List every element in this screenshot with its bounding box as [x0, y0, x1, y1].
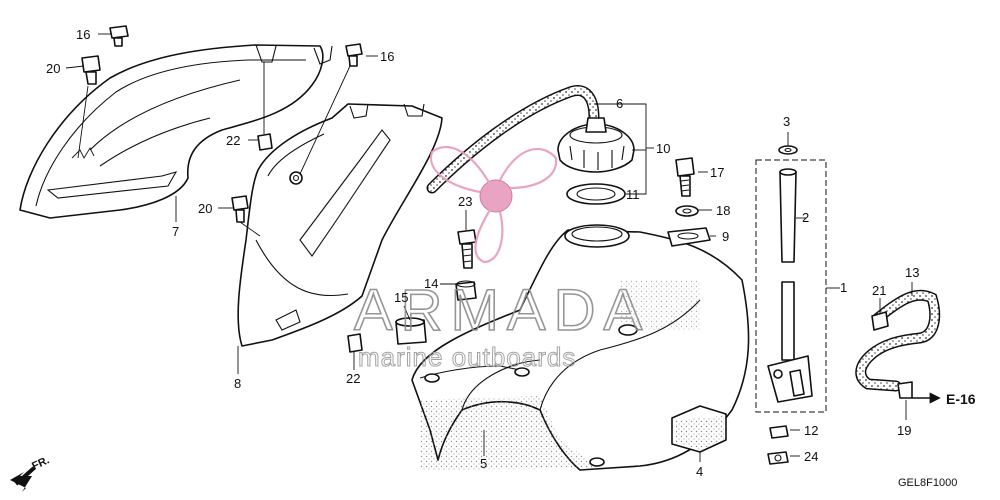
collar-14-part [455, 280, 477, 301]
callout-22-lower: 22 [346, 371, 360, 386]
callout-22-upper: 22 [226, 133, 240, 148]
fuel-valve-group-frame [755, 159, 827, 413]
hose-clip-21-part [871, 311, 889, 331]
callout-20-middle: 20 [198, 201, 212, 216]
callout-18: 18 [716, 203, 730, 218]
callout-numbers: 1 2 3 4 5 6 7 8 9 10 11 12 13 14 15 16 1… [46, 27, 919, 479]
breather-tube-part [426, 85, 600, 194]
callout-21: 21 [872, 283, 886, 298]
small-gasket-3-part [778, 145, 798, 155]
bolt-24-part [767, 451, 789, 465]
reference-e16-label: E-16 [946, 391, 976, 407]
watermark-subtitle: marine outboards [358, 342, 576, 372]
cap-gasket-part [566, 183, 626, 205]
callout-17: 17 [710, 165, 724, 180]
hose-clip-19-part [897, 381, 913, 399]
clip-22a-part [257, 133, 273, 151]
callout-9: 9 [722, 229, 729, 244]
callout-6: 6 [616, 96, 623, 111]
callout-16-top-left: 16 [76, 27, 90, 42]
callout-10: 10 [656, 141, 670, 156]
watermark-title: ARMADA [354, 278, 650, 343]
callout-1: 1 [840, 280, 847, 295]
callout-13: 13 [905, 265, 919, 280]
callout-20-left: 20 [46, 61, 60, 76]
rubber-mount-15-part [395, 317, 427, 345]
callout-19: 19 [897, 423, 911, 438]
callout-24: 24 [804, 449, 818, 464]
front-direction-label: FR. [30, 454, 51, 472]
callout-15: 15 [394, 290, 408, 305]
shroud-upper-part [19, 44, 333, 219]
diagram-code: GEL8F1000 [898, 477, 957, 489]
shroud-side-part [237, 103, 443, 347]
callout-12: 12 [804, 423, 818, 438]
grommet-9-part [667, 227, 711, 247]
screw-16a-part [109, 25, 129, 47]
washer-18-part [675, 205, 699, 217]
bolt-23-part [457, 229, 477, 269]
callout-4: 4 [696, 464, 703, 479]
fuel-hose-13-part [855, 289, 941, 392]
callout-16-top-center: 16 [380, 49, 394, 64]
callout-8: 8 [234, 376, 241, 391]
fuel-valve-1-part [767, 281, 813, 403]
callout-2: 2 [802, 210, 809, 225]
watermark: ARMADA marine outboards [353, 146, 650, 373]
front-direction-indicator: FR. [10, 454, 51, 492]
fuel-strainer-2-part [779, 168, 797, 263]
clip-20b-part [231, 195, 249, 223]
callout-14: 14 [424, 276, 438, 291]
callout-23: 23 [458, 194, 472, 209]
callout-11: 11 [626, 187, 640, 202]
clip-20a-part [81, 55, 101, 85]
callout-7: 7 [172, 224, 179, 239]
callout-5: 5 [480, 456, 487, 471]
leader-lines [65, 33, 941, 462]
bolt-17-part [675, 157, 695, 197]
screw-16b-part [345, 43, 363, 67]
direction-arrow-icon [10, 466, 36, 492]
rubber-pad-4-part [671, 405, 727, 453]
washer-12-part [769, 425, 789, 439]
callout-3: 3 [783, 114, 790, 129]
propeller-logo-icon [429, 146, 558, 264]
clip-22b-part [347, 333, 363, 353]
fuel-cap-part [557, 117, 635, 173]
fuel-tank-part [411, 224, 750, 471]
